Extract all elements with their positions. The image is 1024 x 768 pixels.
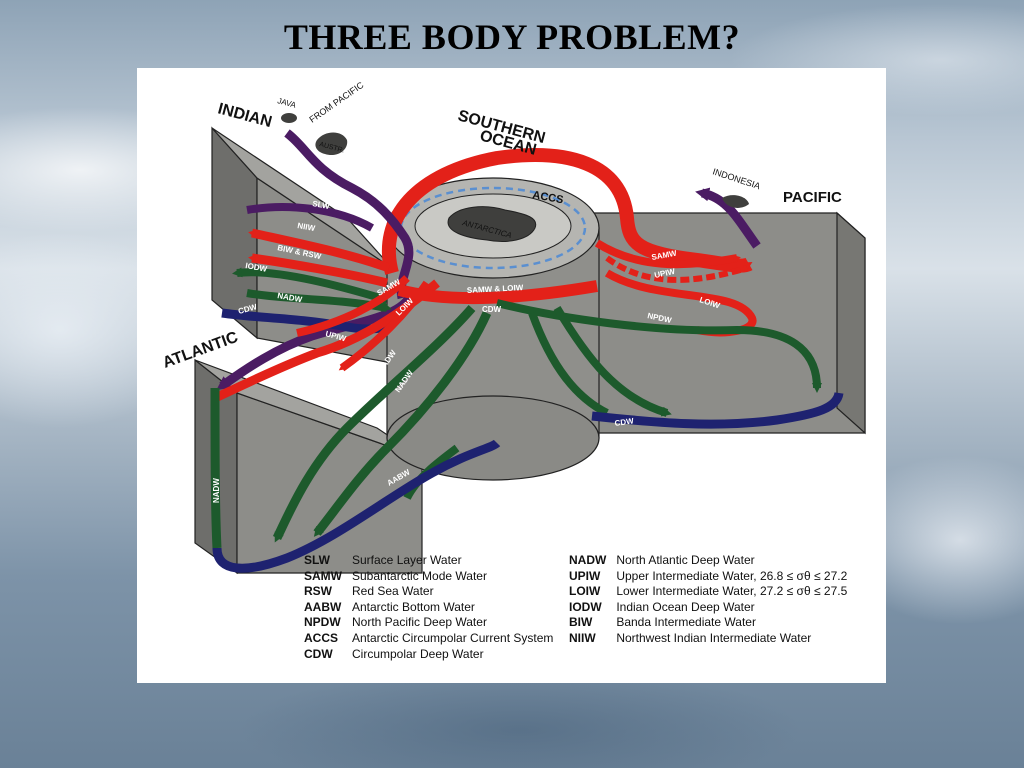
label-indian: INDIAN bbox=[216, 100, 274, 131]
label-nadw-atlantic: NADW bbox=[212, 478, 221, 503]
slide-title: THREE BODY PROBLEM? bbox=[283, 17, 741, 57]
indonesia-shape bbox=[722, 195, 749, 208]
label-cdw-center: CDW bbox=[482, 305, 502, 314]
java-island bbox=[281, 113, 297, 123]
iodw-flow bbox=[232, 267, 389, 304]
label-samw-pacific: SAMW bbox=[651, 249, 678, 262]
label-slw: SLW bbox=[312, 199, 331, 211]
accs-current bbox=[399, 186, 587, 270]
biw-rsw-flow bbox=[248, 253, 389, 288]
label-accs: ACCS bbox=[531, 189, 564, 206]
samw-pacific-flow bbox=[594, 239, 741, 269]
circulation-diagram: INDIAN JAVA FROM PACIFIC AUSTR. SOUTHERN… bbox=[161, 80, 866, 575]
samw-loiw-bottom-flow bbox=[397, 280, 599, 305]
nadw-a-flow bbox=[272, 305, 476, 543]
label-iodw: IODW bbox=[245, 261, 268, 274]
slw-atlantic-flow bbox=[216, 295, 413, 391]
australia-shape bbox=[315, 132, 348, 156]
label-niiw: NIIW bbox=[297, 221, 317, 233]
label-from-pacific: FROM PACIFIC bbox=[307, 80, 365, 125]
samw-mid-flow bbox=[296, 275, 410, 337]
label-upiw-pacific: UPIW bbox=[654, 267, 677, 280]
cdw-pacific-deep-flow-2 bbox=[553, 305, 672, 417]
niiw-flow bbox=[248, 228, 391, 273]
upiw-pacific-flow bbox=[605, 255, 748, 283]
antarctica-shape bbox=[447, 206, 537, 242]
label-indonesia: INDONESIA bbox=[711, 166, 761, 191]
npdw-flow bbox=[496, 299, 822, 393]
label-nadw-indian: NADW bbox=[277, 291, 304, 304]
nadw-atlantic-flow bbox=[210, 387, 222, 549]
label-samw-loiw-bottom: SAMW & LOIW bbox=[467, 283, 524, 295]
aabw-flow bbox=[212, 439, 501, 573]
slw-indian-flow bbox=[246, 203, 374, 232]
label-java: JAVA bbox=[276, 96, 297, 110]
nadw-b-flow bbox=[313, 311, 492, 537]
label-pacific: PACIFIC bbox=[783, 189, 842, 206]
ocean-circulation-figure: INDIAN JAVA FROM PACIFIC AUSTR. SOUTHERN… bbox=[137, 68, 886, 683]
cdw-pacific-deep-flow bbox=[528, 311, 609, 417]
slw-pacific-flow bbox=[695, 187, 761, 249]
cdw-pacific-flow bbox=[591, 391, 844, 429]
slw-flow bbox=[284, 129, 414, 300]
label-cdw-pacific: CDW bbox=[614, 416, 635, 428]
samw-arrow bbox=[576, 155, 596, 167]
